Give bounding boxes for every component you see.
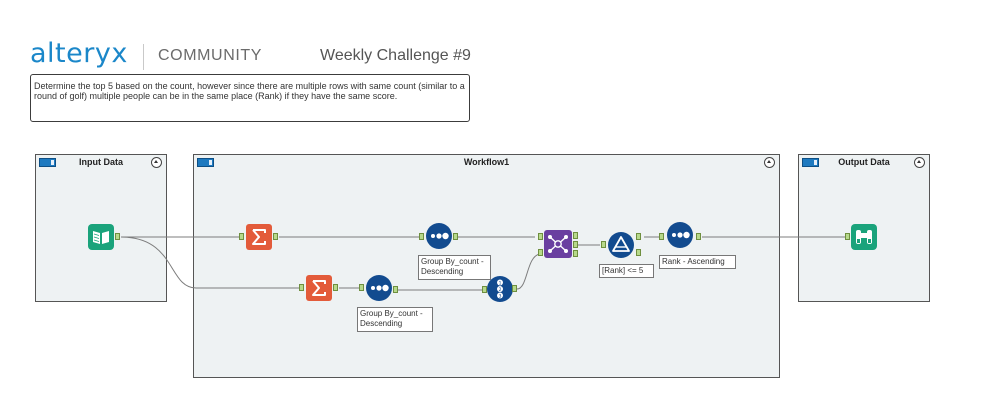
summarize-tool-bottom[interactable] — [306, 275, 332, 301]
community-label: COMMUNITY — [158, 47, 263, 64]
input-anchor[interactable] — [601, 241, 606, 248]
filter-false-anchor[interactable] — [636, 249, 641, 256]
sort-dots-icon — [667, 222, 693, 248]
input-anchor[interactable] — [419, 233, 424, 240]
input-anchor[interactable] — [239, 233, 244, 240]
summarize-tool-top[interactable] — [246, 224, 272, 250]
join-r-output-anchor[interactable] — [573, 250, 578, 257]
browse-tool[interactable] — [851, 224, 877, 250]
output-anchor[interactable] — [393, 286, 398, 293]
wire-recordid-to-join-right — [516, 253, 541, 290]
output-anchor[interactable] — [273, 233, 278, 240]
input-anchor[interactable] — [359, 284, 364, 291]
join-left-anchor[interactable] — [538, 233, 543, 240]
join-j-output-anchor[interactable] — [573, 241, 578, 248]
rank-sort-tool[interactable] — [667, 222, 693, 248]
collapse-icon[interactable] — [764, 157, 775, 168]
sigma-icon — [306, 275, 332, 301]
container-icon — [197, 158, 214, 167]
record-id-tool[interactable]: 1 2 3 — [487, 276, 513, 302]
challenge-description: Determine the top 5 based on the count, … — [30, 74, 470, 122]
sort-annotation-bottom: Group By_count - Descending — [357, 307, 433, 332]
sort-dots-icon — [426, 223, 452, 249]
input-anchor[interactable] — [659, 233, 664, 240]
svg-text:3: 3 — [499, 293, 502, 299]
wire-input-to-summarize-bottom — [120, 236, 300, 289]
container-title: Output Data — [838, 157, 890, 167]
join-right-anchor[interactable] — [538, 249, 543, 256]
svg-text:1: 1 — [499, 280, 502, 286]
input-anchor[interactable] — [482, 286, 487, 293]
join-l-output-anchor[interactable] — [573, 232, 578, 239]
collapse-icon[interactable] — [914, 157, 925, 168]
output-anchor[interactable] — [696, 233, 701, 240]
output-anchor[interactable] — [115, 233, 120, 240]
logo-divider — [143, 44, 144, 70]
container-icon — [802, 158, 819, 167]
svg-text:2: 2 — [499, 287, 502, 293]
collapse-icon[interactable] — [151, 157, 162, 168]
filter-icon — [608, 232, 634, 258]
sort-tool-bottom[interactable] — [366, 275, 392, 301]
join-tool[interactable] — [544, 230, 572, 258]
sort-dots-icon — [366, 275, 392, 301]
filter-annotation: [Rank] <= 5 — [599, 264, 654, 278]
container-title: Input Data — [79, 157, 123, 167]
input-data-tool[interactable] — [88, 224, 114, 250]
container-icon — [39, 158, 56, 167]
alteryx-logo: alteryx — [30, 38, 128, 69]
input-anchor[interactable] — [845, 233, 850, 240]
record-id-icon: 1 2 3 — [487, 276, 513, 302]
container-title: Workflow1 — [463, 157, 510, 167]
output-anchor[interactable] — [453, 233, 458, 240]
filter-tool[interactable] — [608, 232, 634, 258]
sort-tool-top[interactable] — [426, 223, 452, 249]
book-icon — [88, 224, 114, 250]
challenge-title: Weekly Challenge #9 — [320, 47, 471, 64]
binoculars-icon — [851, 224, 877, 250]
output-anchor[interactable] — [512, 285, 517, 292]
join-icon — [544, 230, 572, 258]
sort-annotation-top: Group By_count - Descending — [418, 255, 491, 280]
sigma-icon — [246, 224, 272, 250]
filter-true-anchor[interactable] — [636, 233, 641, 240]
input-anchor[interactable] — [299, 284, 304, 291]
rank-annotation: Rank - Ascending — [659, 255, 736, 269]
output-anchor[interactable] — [333, 284, 338, 291]
